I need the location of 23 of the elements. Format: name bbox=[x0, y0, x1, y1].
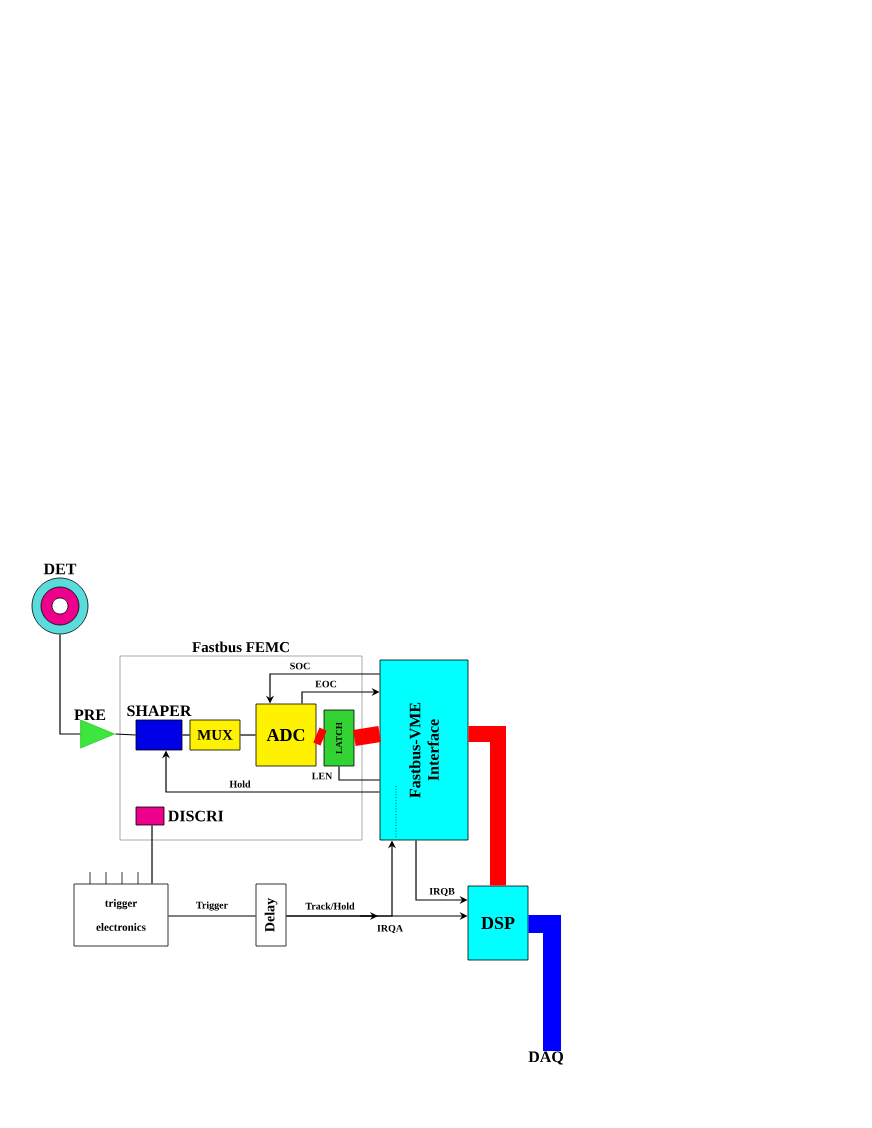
thick-line bbox=[353, 726, 381, 746]
node-label: DISCRI bbox=[168, 810, 224, 822]
connector-line bbox=[167, 915, 257, 917]
connector-line bbox=[114, 733, 137, 736]
interface-box: Fastbus-VME Interface bbox=[379, 659, 469, 841]
adc-box: ADC bbox=[255, 703, 317, 767]
connector-line bbox=[338, 765, 381, 781]
discriminator-box: DISCRI bbox=[135, 806, 224, 826]
connector-line bbox=[181, 734, 191, 736]
node-label: PRE bbox=[74, 709, 106, 721]
text-label: DAQ bbox=[528, 1051, 564, 1065]
amplifier-triangle: PRE bbox=[74, 709, 115, 749]
detector-ring: DET bbox=[31, 563, 89, 635]
shaper-box: SHAPER bbox=[127, 705, 192, 751]
thick-line bbox=[313, 727, 327, 746]
dsp-box: DSP bbox=[467, 885, 529, 961]
node-label: SHAPER bbox=[127, 705, 192, 717]
thick-line bbox=[528, 915, 561, 1051]
connector-line bbox=[239, 734, 257, 736]
thick-line bbox=[468, 726, 506, 886]
connector-line bbox=[59, 633, 81, 735]
connector-line bbox=[151, 824, 153, 885]
node-label: DET bbox=[43, 563, 77, 575]
